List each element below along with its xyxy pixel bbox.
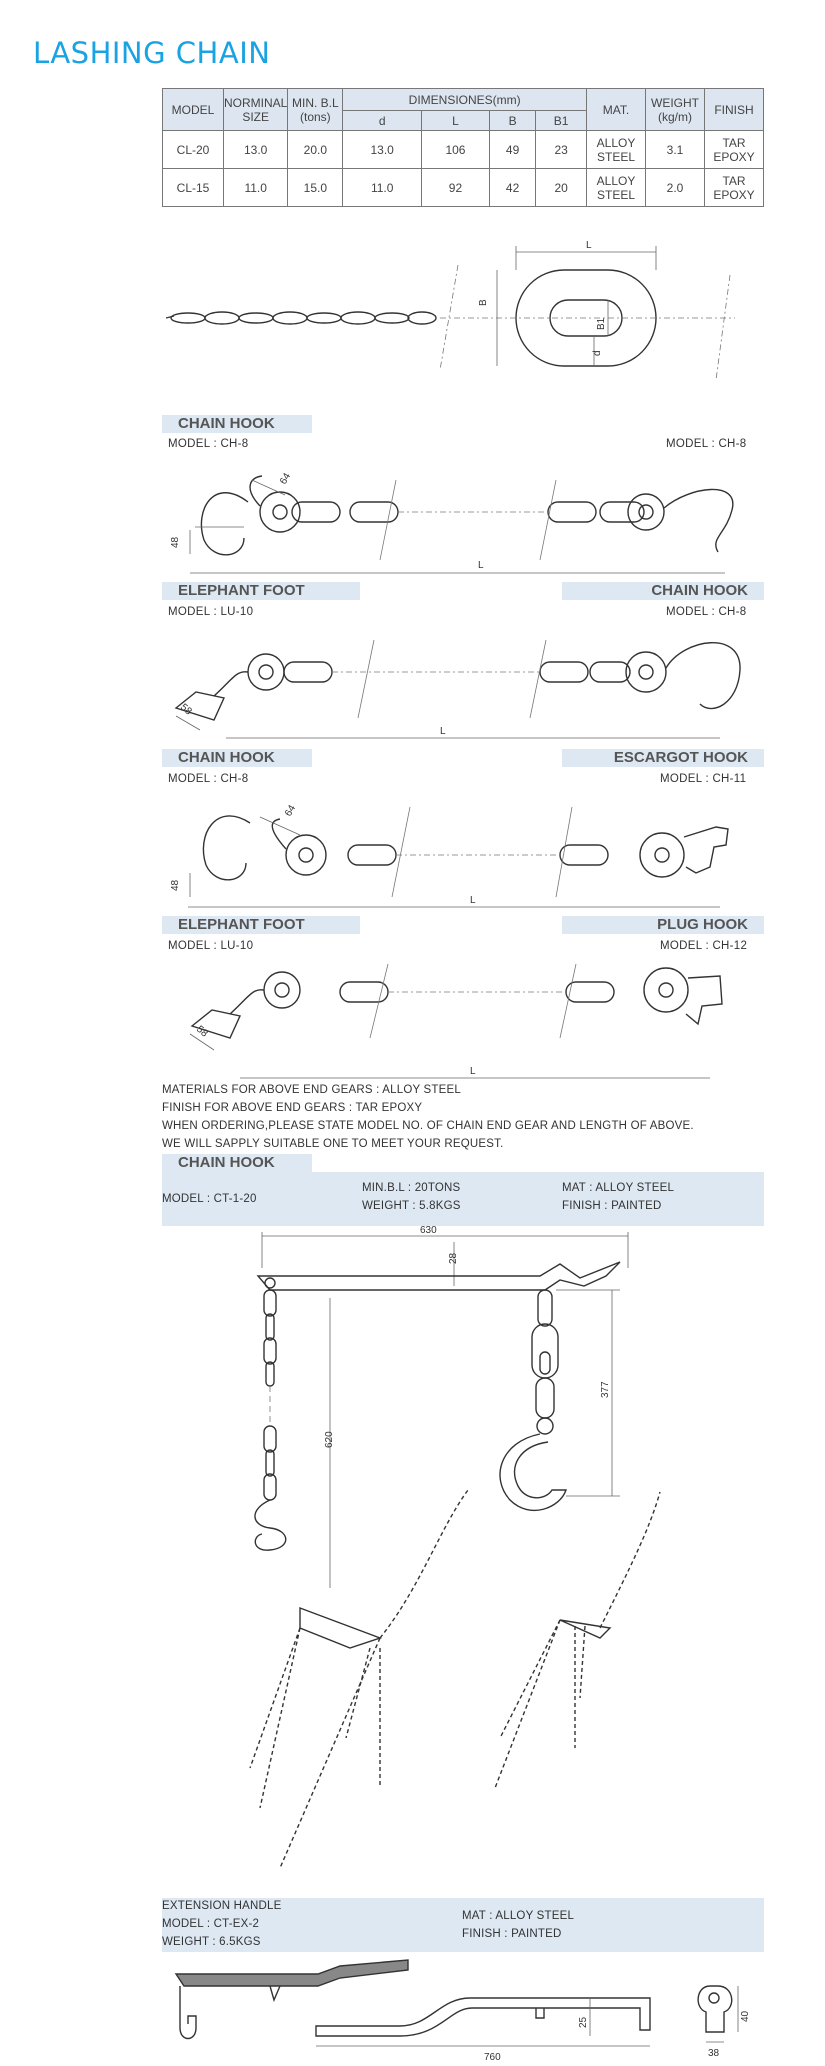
section-title: ELEPHANT FOOT bbox=[178, 916, 305, 933]
header-model: MODEL bbox=[162, 88, 224, 131]
section-title: CHAIN HOOK bbox=[178, 749, 275, 766]
dim-a: 64 bbox=[283, 803, 298, 819]
note-line: WHEN ORDERING,PLEASE STATE MODEL NO. OF … bbox=[162, 1120, 694, 1132]
assembly-4-drawing: L 58 bbox=[189, 963, 723, 1079]
cell-mbl: 15.0 bbox=[287, 168, 344, 207]
cell-L: 106 bbox=[421, 130, 490, 169]
cell-mbl: 20.0 bbox=[287, 130, 344, 169]
model-left: MODEL : LU-10 bbox=[168, 940, 254, 952]
cell-size: 11.0 bbox=[222, 168, 289, 207]
cell-size: 13.0 bbox=[222, 130, 289, 169]
note-line: MATERIALS FOR ABOVE END GEARS : ALLOY ST… bbox=[162, 1084, 461, 1096]
assembly-2-drawing: L 58 bbox=[174, 639, 741, 739]
cell-B: 42 bbox=[488, 168, 537, 207]
spec-mbl: MIN.B.L : 20TONS bbox=[362, 1182, 461, 1194]
extension-finish: FINISH : PAINTED bbox=[462, 1928, 562, 1940]
spec-mat: MAT : ALLOY STEEL bbox=[562, 1182, 675, 1194]
link-label-d: d bbox=[592, 350, 603, 356]
dim-L: L bbox=[470, 1066, 476, 1077]
extension-handle-box: EXTENSION HANDLE MODEL : CT-EX-2 WEIGHT … bbox=[162, 1898, 764, 1952]
link-label-B: B bbox=[478, 299, 489, 306]
header-B: B bbox=[488, 110, 537, 131]
model-right: MODEL : CH-11 bbox=[660, 773, 747, 785]
band-gap bbox=[360, 582, 562, 600]
model-right: MODEL : CH-8 bbox=[666, 606, 747, 618]
header-dimensions: DIMENSIONES(mm) bbox=[342, 88, 587, 111]
section-band-chain-hook: CHAIN HOOK bbox=[162, 415, 312, 433]
model-left: MODEL : LU-10 bbox=[168, 606, 254, 618]
note-line: WE WILL SAPPLY SUITABLE ONE TO MEET YOUR… bbox=[162, 1138, 504, 1150]
dim-377: 377 bbox=[600, 1381, 611, 1398]
dim-L: L bbox=[440, 726, 446, 737]
dim-25: 25 bbox=[578, 2016, 589, 2028]
header-mbl: MIN. B.L(tons) bbox=[287, 88, 344, 131]
chain-binder-drawing: 630 28 620 377 bbox=[249, 1225, 661, 1869]
dim-L: L bbox=[470, 895, 476, 906]
link-label-B1: B1 bbox=[596, 317, 607, 330]
dim-38: 38 bbox=[708, 2048, 720, 2059]
extension-model: MODEL : CT-EX-2 bbox=[162, 1918, 260, 1930]
cell-weight: 3.1 bbox=[645, 130, 705, 169]
cell-B1: 23 bbox=[535, 130, 587, 169]
dim-a: 64 bbox=[278, 471, 293, 487]
cell-model: CL-20 bbox=[162, 130, 224, 169]
section-title-right: ESCARGOT HOOK bbox=[613, 749, 748, 766]
extension-title: EXTENSION HANDLE bbox=[162, 1900, 282, 1912]
cell-weight: 2.0 bbox=[645, 168, 705, 207]
extension-handle-drawing: 760 25 40 38 bbox=[174, 1959, 751, 2063]
note-line: FINISH FOR ABOVE END GEARS : TAR EPOXY bbox=[162, 1102, 423, 1114]
header-d: d bbox=[342, 110, 422, 131]
assembly-1-drawing: L 48 64 bbox=[170, 471, 734, 574]
header-mat: MAT. bbox=[586, 88, 646, 131]
dim-630: 630 bbox=[420, 1225, 437, 1236]
section-title: ELEPHANT FOOT bbox=[178, 582, 305, 599]
cell-d: 11.0 bbox=[342, 168, 422, 207]
model-left: MODEL : CH-8 bbox=[168, 773, 249, 785]
band-gap bbox=[312, 749, 562, 767]
link-label-L: L bbox=[586, 240, 592, 251]
section-title-right: CHAIN HOOK bbox=[651, 582, 748, 599]
cell-B1: 20 bbox=[535, 168, 587, 207]
dim-L: L bbox=[478, 560, 484, 571]
band-gap bbox=[360, 916, 562, 934]
extension-weight: WEIGHT : 6.5KGS bbox=[162, 1936, 261, 1948]
header-weight: WEIGHT(kg/m) bbox=[645, 88, 705, 131]
model-right: MODEL : CH-12 bbox=[660, 940, 748, 952]
spec-model: MODEL : CT-1-20 bbox=[162, 1193, 257, 1205]
model-left: MODEL : CH-8 bbox=[168, 438, 249, 450]
section-title-right: PLUG HOOK bbox=[657, 916, 748, 933]
header-B1: B1 bbox=[535, 110, 587, 131]
dim-620: 620 bbox=[324, 1431, 335, 1448]
assembly-3-drawing: L 48 64 bbox=[170, 803, 729, 908]
chain-hook-spec-box: MODEL : CT-1-20 MIN.B.L : 20TONS WEIGHT … bbox=[162, 1172, 764, 1226]
section-title: CHAIN HOOK bbox=[178, 1154, 275, 1171]
dim-28: 28 bbox=[448, 1252, 459, 1264]
model-right: MODEL : CH-8 bbox=[666, 438, 747, 450]
cell-model: CL-15 bbox=[162, 168, 224, 207]
chain-drawing: L B B1 d bbox=[165, 240, 735, 381]
header-finish: FINISH bbox=[704, 88, 764, 131]
dim-40: 40 bbox=[740, 2010, 751, 2022]
dim-b: 48 bbox=[170, 879, 181, 891]
extension-mat: MAT : ALLOY STEEL bbox=[462, 1910, 575, 1922]
dim-b: 48 bbox=[170, 536, 181, 548]
section-band-chain-hook-3: CHAIN HOOK bbox=[162, 1154, 312, 1172]
spec-weight: WEIGHT : 5.8KGS bbox=[362, 1200, 461, 1212]
dim-a: 58 bbox=[194, 1024, 210, 1040]
dim-760: 760 bbox=[484, 2052, 501, 2063]
cell-B: 49 bbox=[488, 130, 537, 169]
spec-finish: FINISH : PAINTED bbox=[562, 1200, 662, 1212]
section-title: CHAIN HOOK bbox=[178, 415, 275, 432]
header-L: L bbox=[421, 110, 490, 131]
page-title: LASHING CHAIN bbox=[33, 36, 271, 70]
